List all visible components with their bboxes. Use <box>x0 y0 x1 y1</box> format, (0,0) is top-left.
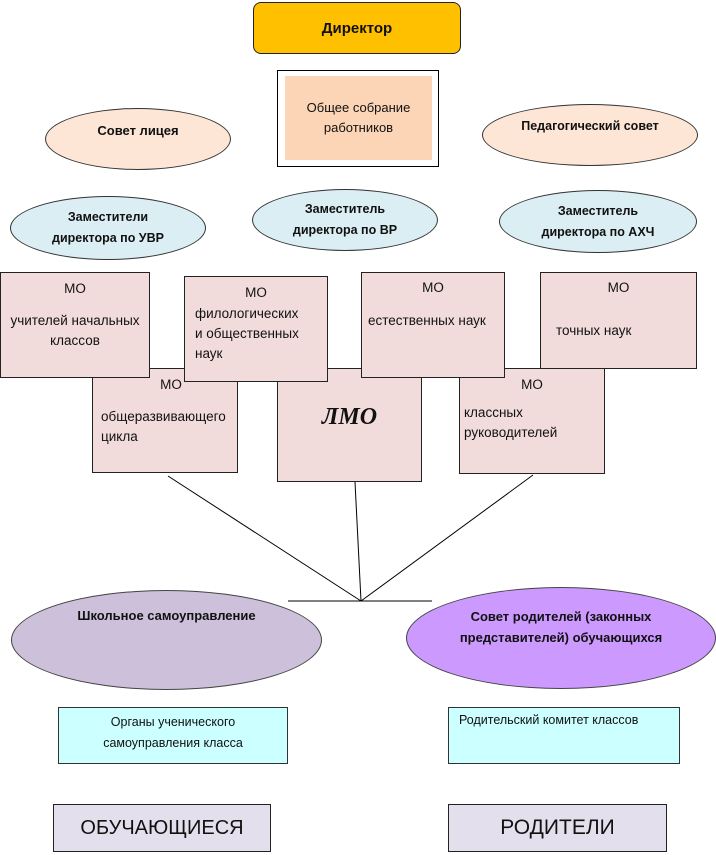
parents-council-line1: Совет родителей (законных <box>470 609 652 624</box>
class-parent-committee-box[interactable]: Родительский комитет классов <box>448 707 680 764</box>
students-label: ОБУЧАЮЩИЕСЯ <box>80 816 244 839</box>
parents-box[interactable]: РОДИТЕЛИ <box>448 804 667 852</box>
mo-primary-teachers-box[interactable]: МО учителей начальных классов <box>0 272 150 378</box>
parents-label: РОДИТЕЛИ <box>500 816 615 839</box>
lmo-label: ЛМО <box>321 404 378 430</box>
mo-class-teachers-line1: классных <box>464 405 523 420</box>
mo-label: МО <box>64 281 86 296</box>
mo-general-development-box[interactable]: МО общеразвивающего цикла <box>92 368 238 473</box>
mo-exact-sciences-line1: точных наук <box>556 323 632 338</box>
student-organs-line1: Органы ученического <box>110 715 236 729</box>
mo-label: МО <box>160 377 182 392</box>
deputy-ahch-line2: директора по АХЧ <box>541 224 655 239</box>
mo-philology-line1: филологических <box>195 306 299 321</box>
mo-general-development-line2: цикла <box>101 429 138 444</box>
parents-council-line2: представителей) обучающихся <box>459 630 663 645</box>
mo-label: МО <box>422 280 444 295</box>
deputy-ahch-line1: Заместитель <box>557 203 639 218</box>
director-box[interactable]: Директор <box>253 2 461 54</box>
mo-philology-line2: и общественных <box>195 326 299 341</box>
mo-philology-line3: наук <box>195 346 223 361</box>
mo-natural-sciences-box[interactable]: МО естественных наук <box>361 272 505 378</box>
connector-line-right <box>360 474 534 602</box>
general-assembly-line1: Общее собрание <box>306 100 411 115</box>
lyceum-council-ellipse[interactable]: Совет лицея <box>45 108 231 170</box>
connector-line-left <box>167 475 362 602</box>
deputy-uvr-line1: Заместители <box>67 210 149 224</box>
mo-class-teachers-line2: руководителей <box>464 425 558 440</box>
deputy-uvr-line2: директора по УВР <box>52 231 164 245</box>
mo-class-teachers-box[interactable]: МО классных руководителей <box>459 368 605 474</box>
mo-label: МО <box>245 285 267 300</box>
director-label: Директор <box>321 19 393 37</box>
lmo-box[interactable]: ЛМО <box>277 368 422 482</box>
connector-line-center <box>354 481 362 602</box>
pedagogical-council-label: Педагогический совет <box>521 118 659 133</box>
deputy-vr-line2: директора по ВР <box>292 223 398 237</box>
mo-primary-teachers-line1: учителей начальных <box>10 313 140 328</box>
mo-natural-sciences-line1: естественных наук <box>368 313 486 328</box>
class-parent-committee-label: Родительский комитет классов <box>459 713 639 727</box>
student-organs-box[interactable]: Органы ученического самоуправления класс… <box>58 707 288 764</box>
pedagogical-council-ellipse[interactable]: Педагогический совет <box>482 104 698 166</box>
student-organs-line2: самоуправления класса <box>103 736 243 750</box>
general-assembly-box[interactable]: Общее собрание работников <box>285 76 432 160</box>
mo-general-development-line1: общеразвивающего <box>101 409 226 424</box>
deputy-vr-ellipse[interactable]: Заместитель директора по ВР <box>252 189 438 251</box>
mo-philology-box[interactable]: МО филологических и общественных наук <box>184 276 328 382</box>
deputy-ahch-ellipse[interactable]: Заместитель директора по АХЧ <box>499 190 697 253</box>
mo-exact-sciences-box[interactable]: МО точных наук <box>540 272 697 369</box>
school-self-government-ellipse[interactable]: Школьное самоуправление <box>11 590 322 690</box>
students-box[interactable]: ОБУЧАЮЩИЕСЯ <box>53 804 271 852</box>
parents-council-ellipse[interactable]: Совет родителей (законных представителей… <box>406 587 716 689</box>
mo-label: МО <box>607 280 630 295</box>
general-assembly-line2: работников <box>323 120 394 135</box>
deputy-uvr-ellipse[interactable]: Заместители директора по УВР <box>10 196 206 260</box>
lyceum-council-label: Совет лицея <box>97 122 179 138</box>
mo-label: МО <box>521 377 543 392</box>
school-self-government-label: Школьное самоуправление <box>77 608 256 623</box>
mo-primary-teachers-line2: классов <box>50 333 100 348</box>
deputy-vr-line1: Заместитель <box>304 202 386 216</box>
